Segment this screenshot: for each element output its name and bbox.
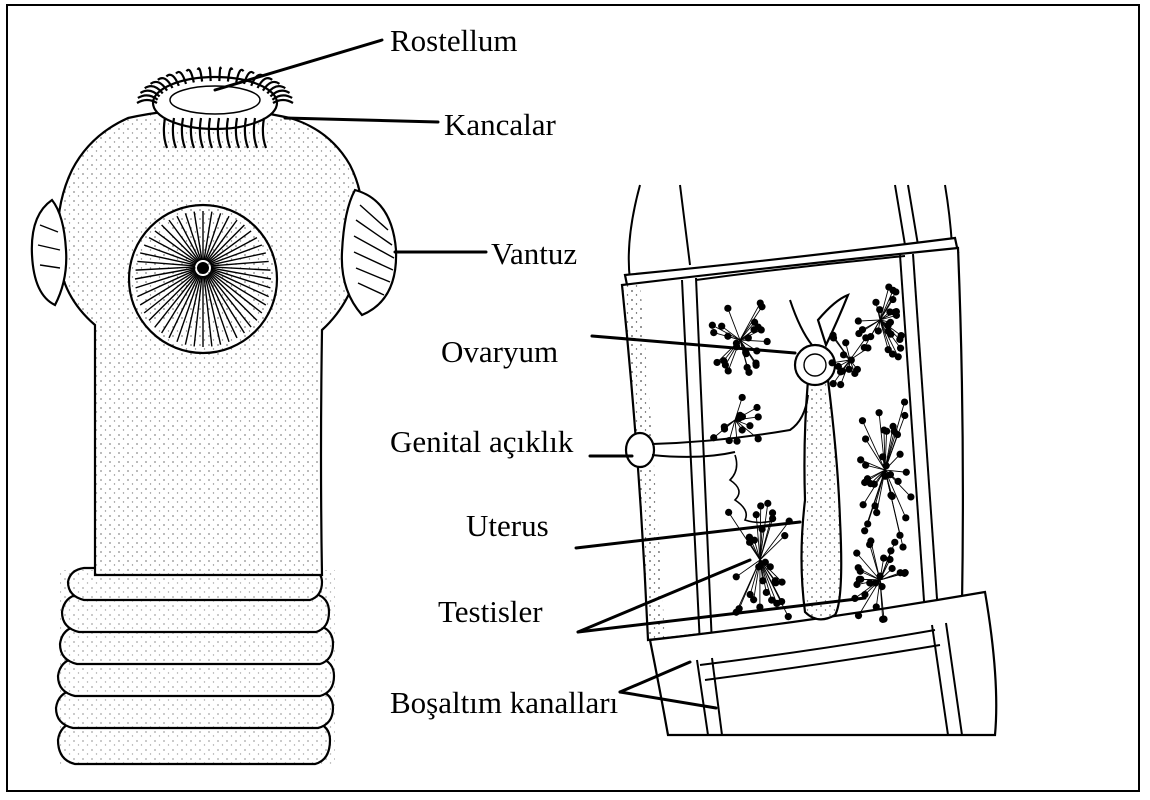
label-ovaryum: Ovaryum: [441, 334, 558, 369]
label-vantuz: Vantuz: [491, 236, 577, 271]
label-kancalar: Kancalar: [444, 107, 557, 142]
proglottid-drawing: [622, 185, 996, 735]
neck-segments: [56, 568, 335, 765]
label-rostellum: Rostellum: [390, 23, 517, 58]
label-uterus: Uterus: [466, 508, 549, 543]
label-genital-aciklik: Genital açıklık: [390, 424, 574, 459]
label-bosaltim-kanallari: Boşaltım kanalları: [390, 685, 619, 720]
scolex-drawing: [32, 68, 396, 765]
label-testisler: Testisler: [438, 594, 543, 629]
